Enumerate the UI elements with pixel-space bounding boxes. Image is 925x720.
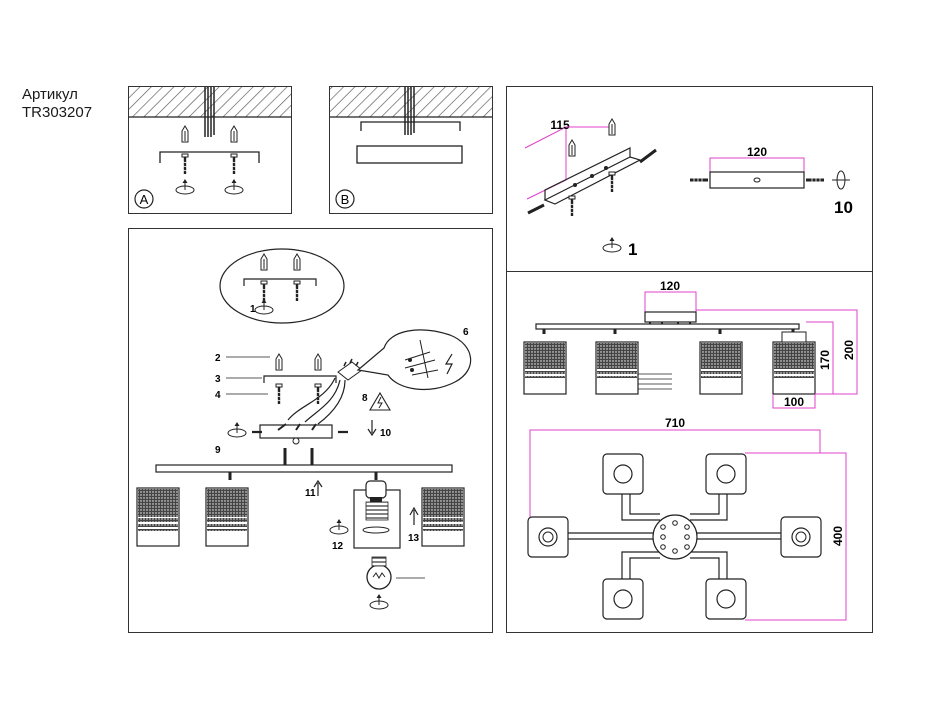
callout-12: 12 [332, 541, 344, 552]
wiring-inset [356, 329, 472, 390]
article-label: Артикул [22, 86, 78, 103]
panel-b [329, 86, 493, 214]
shade-top-view [780, 516, 822, 558]
step-label-1: 1 [628, 240, 637, 259]
article-block: Артикул TR303207 [22, 86, 92, 122]
shade-top-view [527, 516, 569, 558]
dowel-icon [181, 125, 189, 143]
callout-10: 9 [215, 445, 221, 456]
arrow-up-icon [409, 506, 419, 525]
dim-label-100: 100 [784, 395, 804, 409]
step-label-10: 10 [834, 198, 853, 217]
lamp-bar [535, 323, 800, 330]
shade-top-view [705, 578, 747, 620]
dowel-icon [314, 353, 322, 371]
callout-11: 13 [408, 533, 420, 544]
rotate-arrow-icon [224, 178, 244, 195]
panel-assembly [128, 228, 493, 633]
callout-3: 3 [215, 374, 221, 385]
lamp-shade [699, 341, 743, 395]
canopy [259, 424, 333, 439]
panel-b-drawing: B [330, 87, 492, 209]
dim-label-canopy: 120 [660, 279, 680, 293]
dowel-icon [608, 118, 616, 136]
dim-line-400 [745, 452, 847, 621]
dim-label-120: 120 [747, 145, 767, 159]
lamp-shade [205, 487, 249, 547]
lamp-holder [365, 480, 387, 499]
arrow-up-icon [313, 479, 323, 496]
callout-6: 10 [380, 428, 392, 439]
mounting-bracket [360, 121, 461, 131]
rotate-arrow-icon [227, 421, 247, 438]
badge-a [134, 189, 154, 209]
badge-a-label: A [140, 192, 149, 207]
dimensions-drawing: 120 [523, 279, 858, 621]
shade-top-view [705, 453, 747, 495]
callout-1: 1 [250, 304, 256, 315]
dim-label-200: 200 [842, 340, 856, 360]
rotate-arrow-icon [329, 518, 349, 535]
panel-a-drawing: A [129, 87, 291, 209]
screw-icon [180, 152, 190, 176]
dim-line-100 [772, 394, 816, 409]
dim-line-170 [806, 321, 834, 395]
lamp-shade [136, 487, 180, 547]
callout-4: 4 [215, 390, 221, 401]
ceiling-hatch [129, 87, 291, 117]
mounting-bracket [159, 151, 260, 163]
lamp-shade [772, 341, 816, 395]
callout-2: 2 [215, 353, 221, 364]
screw-icon [229, 152, 239, 176]
warning-icon [369, 391, 391, 411]
callout-5: 11 [305, 488, 316, 499]
dowel-icon [568, 139, 576, 157]
callout-9: 6 [463, 327, 469, 338]
rotate-arrow-icon [602, 236, 622, 253]
shade-top-view [602, 578, 644, 620]
panel-a [128, 86, 292, 214]
dim-label-710: 710 [665, 416, 685, 430]
dim-line-115 [524, 126, 567, 200]
bulb-icon [366, 556, 392, 590]
dim-label-400: 400 [831, 526, 845, 546]
dim-line-120 [709, 157, 805, 172]
lamp-bar [155, 464, 453, 473]
dim-line-710 [529, 429, 821, 523]
wires [204, 87, 215, 137]
dowel-icon [230, 125, 238, 143]
panel-dimensions [506, 271, 873, 633]
badge-b [335, 189, 355, 209]
badge-b-label: B [341, 192, 350, 207]
lamp-shade [595, 341, 639, 395]
dim-label-115: 115 [550, 118, 570, 132]
shade-top-view [602, 453, 644, 495]
rotate-arrow-icon [369, 593, 389, 610]
wires [287, 377, 346, 425]
lamp-shade [421, 487, 465, 547]
callout-8: 8 [362, 393, 368, 404]
arrow-down-icon [367, 420, 377, 437]
lamp-shade [523, 341, 567, 395]
rotate-arrow-icon [175, 178, 195, 195]
dim-line-canopy [644, 291, 697, 312]
screw-icon [607, 170, 617, 194]
canopy [644, 311, 697, 323]
dim-label-170: 170 [818, 350, 832, 370]
terminal-block [337, 361, 363, 381]
detail-inset [219, 248, 345, 324]
screw-icon [567, 194, 577, 218]
screw-icon [313, 382, 323, 406]
screw-icon [274, 382, 284, 406]
mounting-plate [543, 156, 642, 205]
dowel-icon [275, 353, 283, 371]
article-code: TR303207 [22, 104, 93, 121]
mounting-drawing: 115 1 120 10 [524, 118, 853, 259]
wires [404, 87, 415, 135]
assembly-drawing: 1 2 3 4 6 8 9 10 [136, 248, 472, 610]
dim-line-200 [696, 309, 858, 395]
canopy-cover [356, 145, 463, 164]
